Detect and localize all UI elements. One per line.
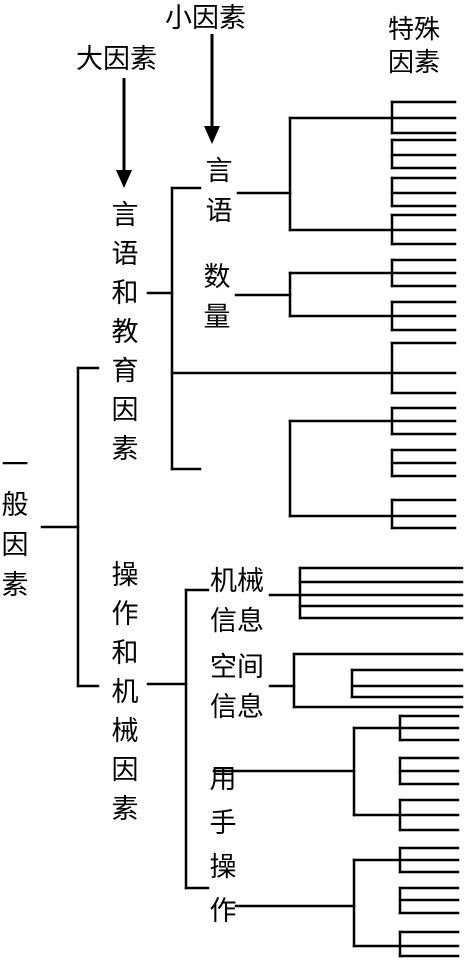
label-minor-mechanical-info: 机械信息 — [210, 566, 264, 637]
label-minor-numerical: 数量 — [203, 262, 231, 333]
arrow-small-factors-head — [204, 126, 220, 144]
arrow-large-factors-head — [116, 170, 132, 188]
label-general-factor: 一般因素 — [1, 450, 29, 601]
label-major-verbal-educational: 言语和教育因素 — [111, 200, 139, 465]
label-large-factors: 大因素 — [76, 44, 157, 75]
label-small-factors: 小因素 — [165, 3, 246, 34]
label-minor-verbal: 言语 — [205, 156, 233, 227]
label-minor-manual-operation: 用手操作 — [209, 764, 237, 927]
label-minor-spatial-info: 空间信息 — [210, 652, 264, 723]
label-special-factors: 特殊因素 — [388, 15, 441, 78]
label-major-practical-mechanical: 操作和机械因素 — [111, 560, 139, 825]
